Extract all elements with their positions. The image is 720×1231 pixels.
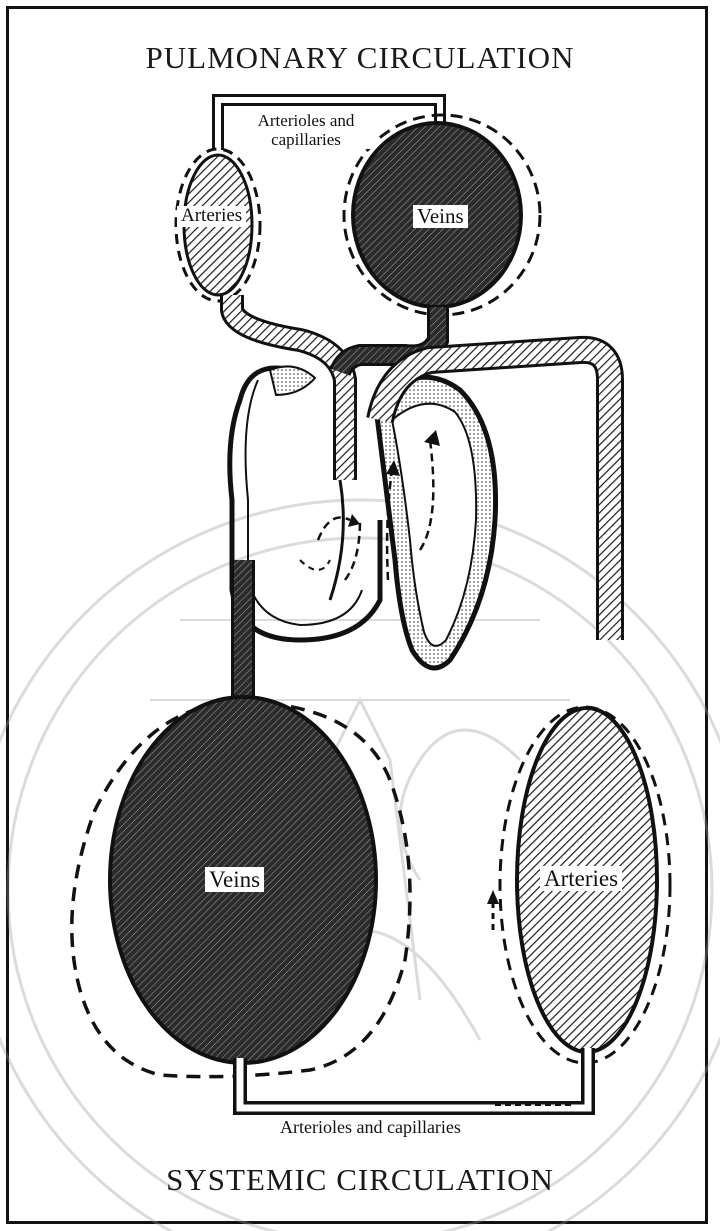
pulmonary-arteries-label: Arteries: [177, 206, 246, 227]
systemic-arteries-label: Arteries: [540, 866, 622, 891]
systemic-circulation-title: SYSTEMIC CIRCULATION: [0, 1162, 720, 1198]
pulmonary-arterioles-line1: Arterioles and: [258, 111, 355, 130]
pulmonary-arterioles-line2: capillaries: [271, 130, 341, 149]
pulmonary-arterioles-capillaries-label: Arterioles and capillaries: [236, 112, 376, 149]
systemic-arterioles-capillaries-label: Arterioles and capillaries: [276, 1118, 465, 1138]
systemic-capillary-vessel: [240, 1048, 588, 1108]
heart-icon: [230, 366, 496, 668]
systemic-veins-label: Veins: [205, 867, 264, 892]
pulmonary-circulation-title: PULMONARY CIRCULATION: [0, 40, 720, 76]
pulmonary-veins-label: Veins: [413, 205, 468, 228]
